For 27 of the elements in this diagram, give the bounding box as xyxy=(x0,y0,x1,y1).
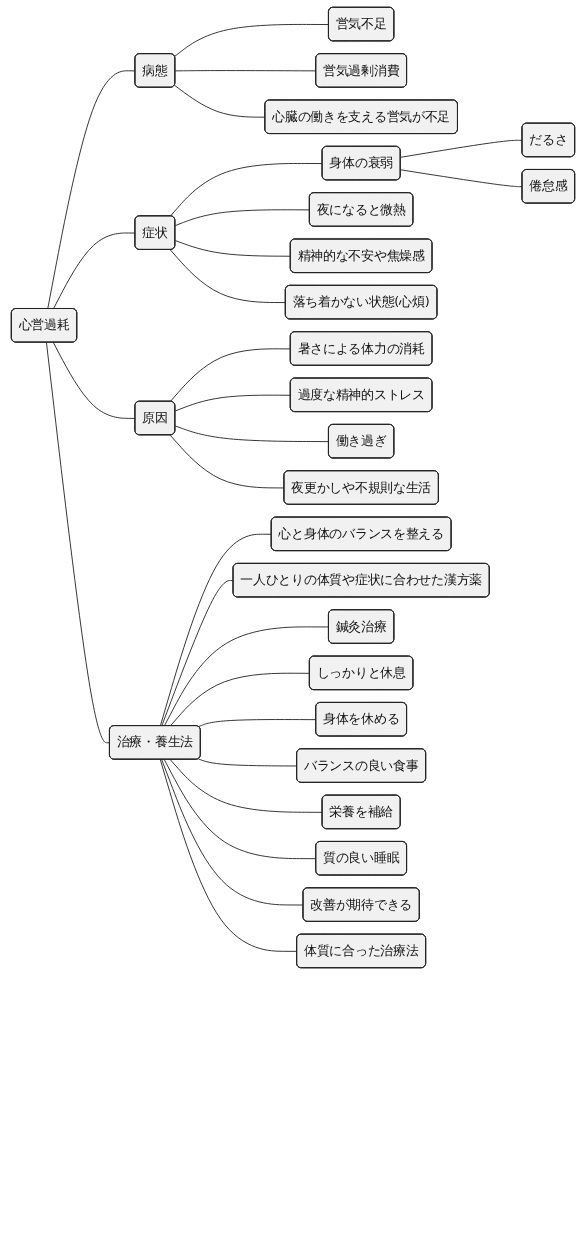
connector xyxy=(163,626,330,727)
connector xyxy=(169,249,287,304)
connector xyxy=(174,70,317,72)
connector xyxy=(400,139,523,158)
connector xyxy=(46,342,111,744)
connector xyxy=(159,759,298,952)
connector xyxy=(161,580,234,727)
connector xyxy=(52,232,136,310)
connector xyxy=(169,672,311,727)
connector xyxy=(174,209,311,227)
connector xyxy=(159,533,273,727)
connector xyxy=(169,348,292,403)
connector xyxy=(169,759,323,813)
connector xyxy=(174,84,266,118)
connector xyxy=(161,759,304,906)
connector xyxy=(198,758,298,767)
connector xyxy=(174,394,292,412)
connector xyxy=(400,169,523,188)
connector xyxy=(169,163,323,217)
connector xyxy=(174,240,292,257)
connector xyxy=(198,719,317,728)
connector xyxy=(174,425,330,443)
connector xyxy=(163,759,317,860)
connector xyxy=(169,434,285,489)
connector xyxy=(47,70,136,310)
connector xyxy=(174,24,330,57)
connector xyxy=(52,342,136,419)
